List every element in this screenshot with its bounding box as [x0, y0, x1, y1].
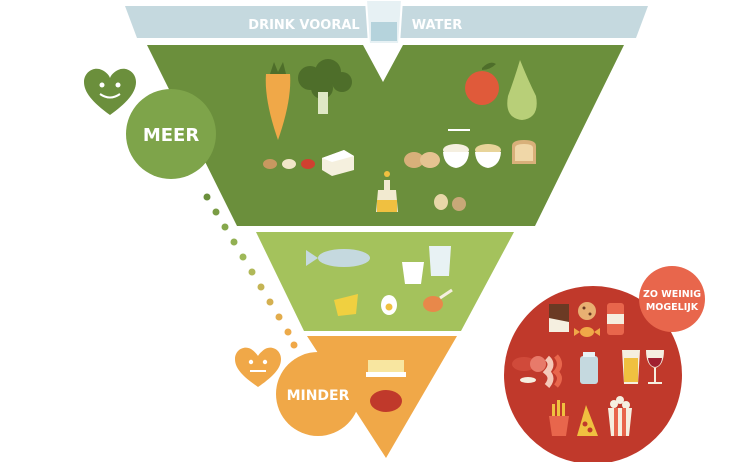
wine-glass-icon — [646, 350, 664, 384]
sausage-icon — [512, 356, 546, 383]
tofu-icon — [322, 150, 354, 176]
chicken-leg-icon — [423, 288, 453, 312]
apple-icon — [465, 62, 499, 105]
oil-bottle-icon — [376, 171, 398, 212]
beer-glass-icon — [622, 350, 640, 384]
chocolate-bar-icon — [549, 304, 569, 332]
beans-icon — [263, 159, 315, 169]
fish-icon — [306, 249, 370, 267]
soda-can-icon — [607, 303, 624, 335]
more-label: MEER — [143, 125, 200, 146]
avoid-label-line1: ZO WEINIG — [643, 289, 701, 300]
tier-middle — [256, 232, 514, 331]
bread-slice-icon — [512, 140, 536, 164]
bacon-icon — [542, 354, 562, 388]
popcorn-icon — [608, 396, 632, 436]
avoid-badge — [639, 266, 705, 332]
red-meat-icon — [370, 390, 402, 412]
egg-icon — [381, 295, 397, 315]
more-circle — [126, 89, 216, 179]
rice-bowl-icon — [443, 129, 470, 168]
water-glass-icon — [364, 0, 404, 45]
yoghurt-icon — [402, 262, 424, 284]
neutral-heart-icon — [235, 347, 281, 387]
pasta-bowl-icon — [475, 144, 501, 168]
cookie-icon — [578, 302, 596, 320]
nuts-icon — [434, 194, 466, 211]
banner-left-text: DRINK VOORAL — [248, 18, 359, 33]
cheese-icon — [334, 294, 358, 316]
banner-right-text: WATER — [412, 18, 463, 33]
butter-icon — [366, 360, 406, 377]
carrot-icon — [265, 62, 291, 140]
dotted-connector — [203, 193, 298, 349]
pear-icon — [507, 60, 537, 120]
less-circle — [276, 352, 360, 436]
less-label: MINDER — [287, 388, 350, 404]
bread-rolls-icon — [404, 152, 440, 168]
broccoli-icon — [298, 59, 352, 114]
candy-icon — [574, 327, 600, 337]
pizza-slice-icon — [577, 405, 598, 436]
happy-heart-icon — [84, 68, 136, 115]
salt-shaker-icon — [580, 352, 598, 384]
avoid-label-line2: MOGELIJK — [646, 302, 699, 313]
milk-glass-icon — [429, 246, 451, 276]
fries-icon — [549, 400, 569, 436]
